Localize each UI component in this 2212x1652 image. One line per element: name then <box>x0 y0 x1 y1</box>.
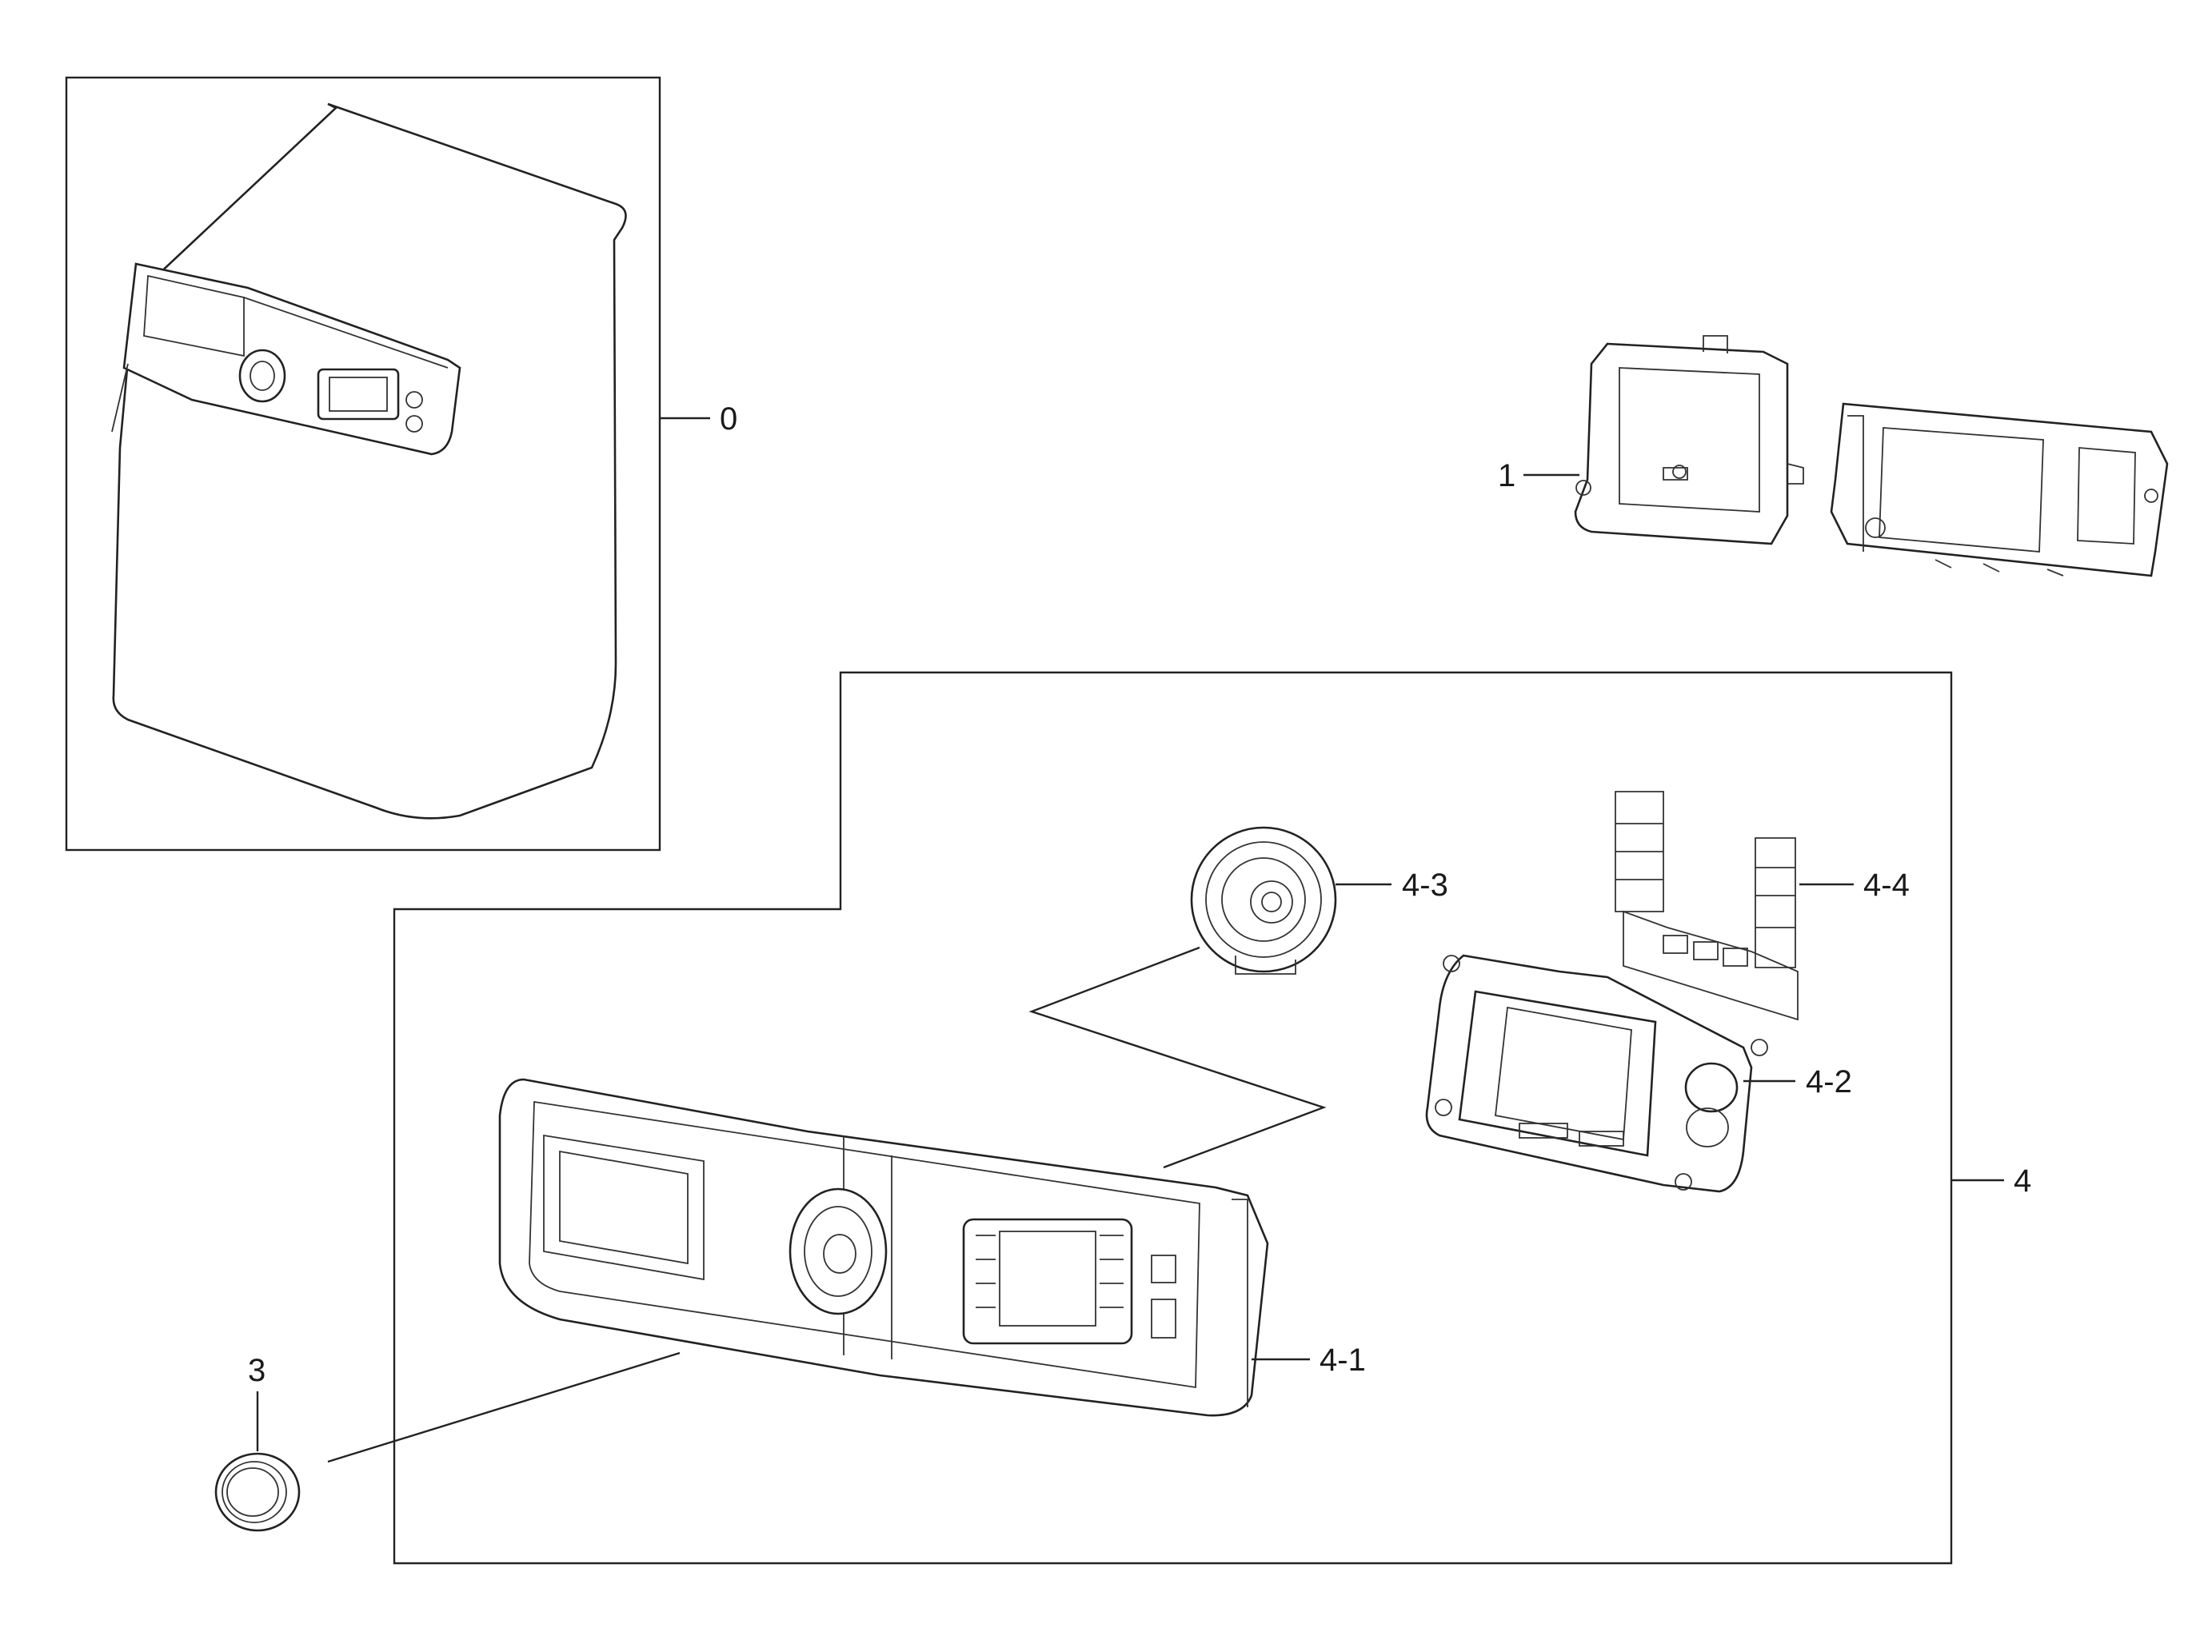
callout-label-4-3: 4-3 <box>1402 868 1448 903</box>
membrane-decal-illustration <box>1615 791 1799 1021</box>
callout-label-4: 4 <box>2014 1163 2031 1199</box>
control-panel-illustration <box>498 1078 1269 1417</box>
knob-illustration <box>214 1452 301 1532</box>
callout-label-4-2: 4-2 <box>1806 1064 1852 1099</box>
display-pcb-illustration <box>1425 954 1768 1193</box>
callout-label-1: 1 <box>1498 458 1515 493</box>
pcb-holder-right <box>1830 402 2169 577</box>
callout-label-0: 0 <box>720 401 737 437</box>
callout-label-3: 3 <box>248 1353 266 1388</box>
callout-label-4-4: 4-4 <box>1863 868 1910 903</box>
callout-label-4-1: 4-1 <box>1320 1343 1366 1378</box>
explosion-line-knob <box>1028 946 1327 1169</box>
pcb-holder-left <box>1574 335 1804 545</box>
assembly-box-0 <box>65 76 661 852</box>
explosion-line-knob-3 <box>327 1351 681 1463</box>
assembly-box-4 <box>393 671 1953 1565</box>
washer-cabinet-illustration <box>111 102 627 820</box>
knob-encoder-illustration <box>1190 826 1337 975</box>
